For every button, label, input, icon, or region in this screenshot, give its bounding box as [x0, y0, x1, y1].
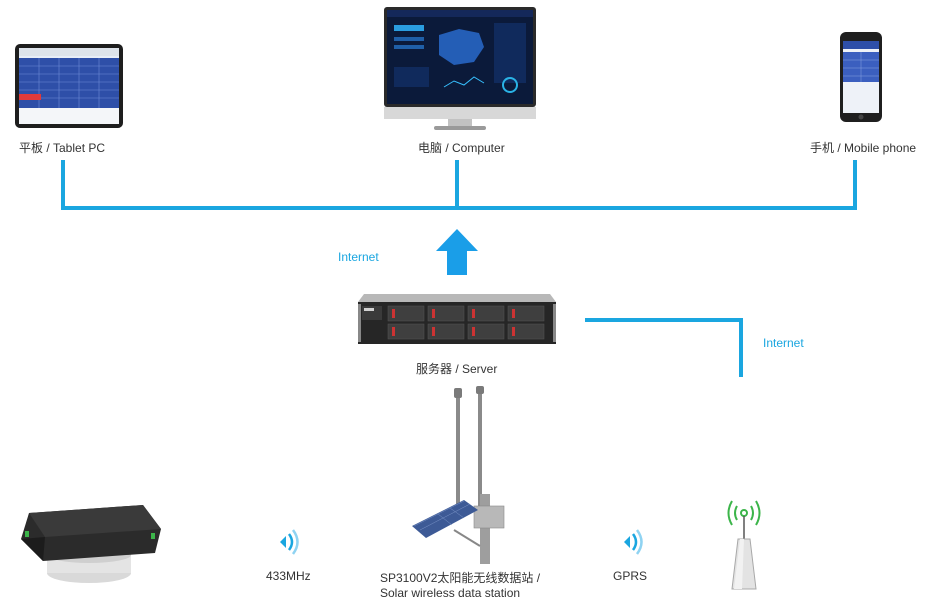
computer-device [384, 7, 536, 131]
tablet-icon [15, 44, 123, 128]
station-label-line1: SP3100V2太阳能无线数据站 / [380, 571, 541, 585]
internet-label-left: Internet [338, 250, 379, 264]
wifi-signal-icon-433 [280, 529, 299, 555]
upload-arrow-icon [436, 229, 478, 275]
tablet-label: 平板 / Tablet PC [19, 141, 106, 155]
server-rack-icon [358, 294, 556, 344]
cell-tower-device [722, 497, 766, 593]
computer-label: 电脑 / Computer [418, 141, 505, 155]
sensor-device [15, 503, 163, 585]
wifi-signal-icon-gprs [624, 529, 643, 555]
station-label-line2: Solar wireless data station [380, 586, 521, 600]
server-device [358, 294, 556, 346]
mobile-label: 手机 / Mobile phone [810, 141, 917, 155]
gprs-label: GPRS [613, 569, 648, 583]
radio-433-label: 433MHz [266, 569, 311, 583]
server-label: 服务器 / Server [416, 362, 498, 376]
tablet-device [15, 44, 123, 128]
mobile-phone-icon [840, 32, 882, 122]
cell-tower-icon [727, 500, 761, 590]
station-device [404, 386, 516, 564]
internet-label-right: Internet [763, 336, 804, 350]
wireless-sensor-icon [21, 505, 161, 583]
server-to-gprs-line [585, 318, 743, 377]
computer-monitor-icon [384, 7, 536, 130]
solar-station-icon [412, 386, 505, 564]
mobile-device [840, 32, 882, 122]
